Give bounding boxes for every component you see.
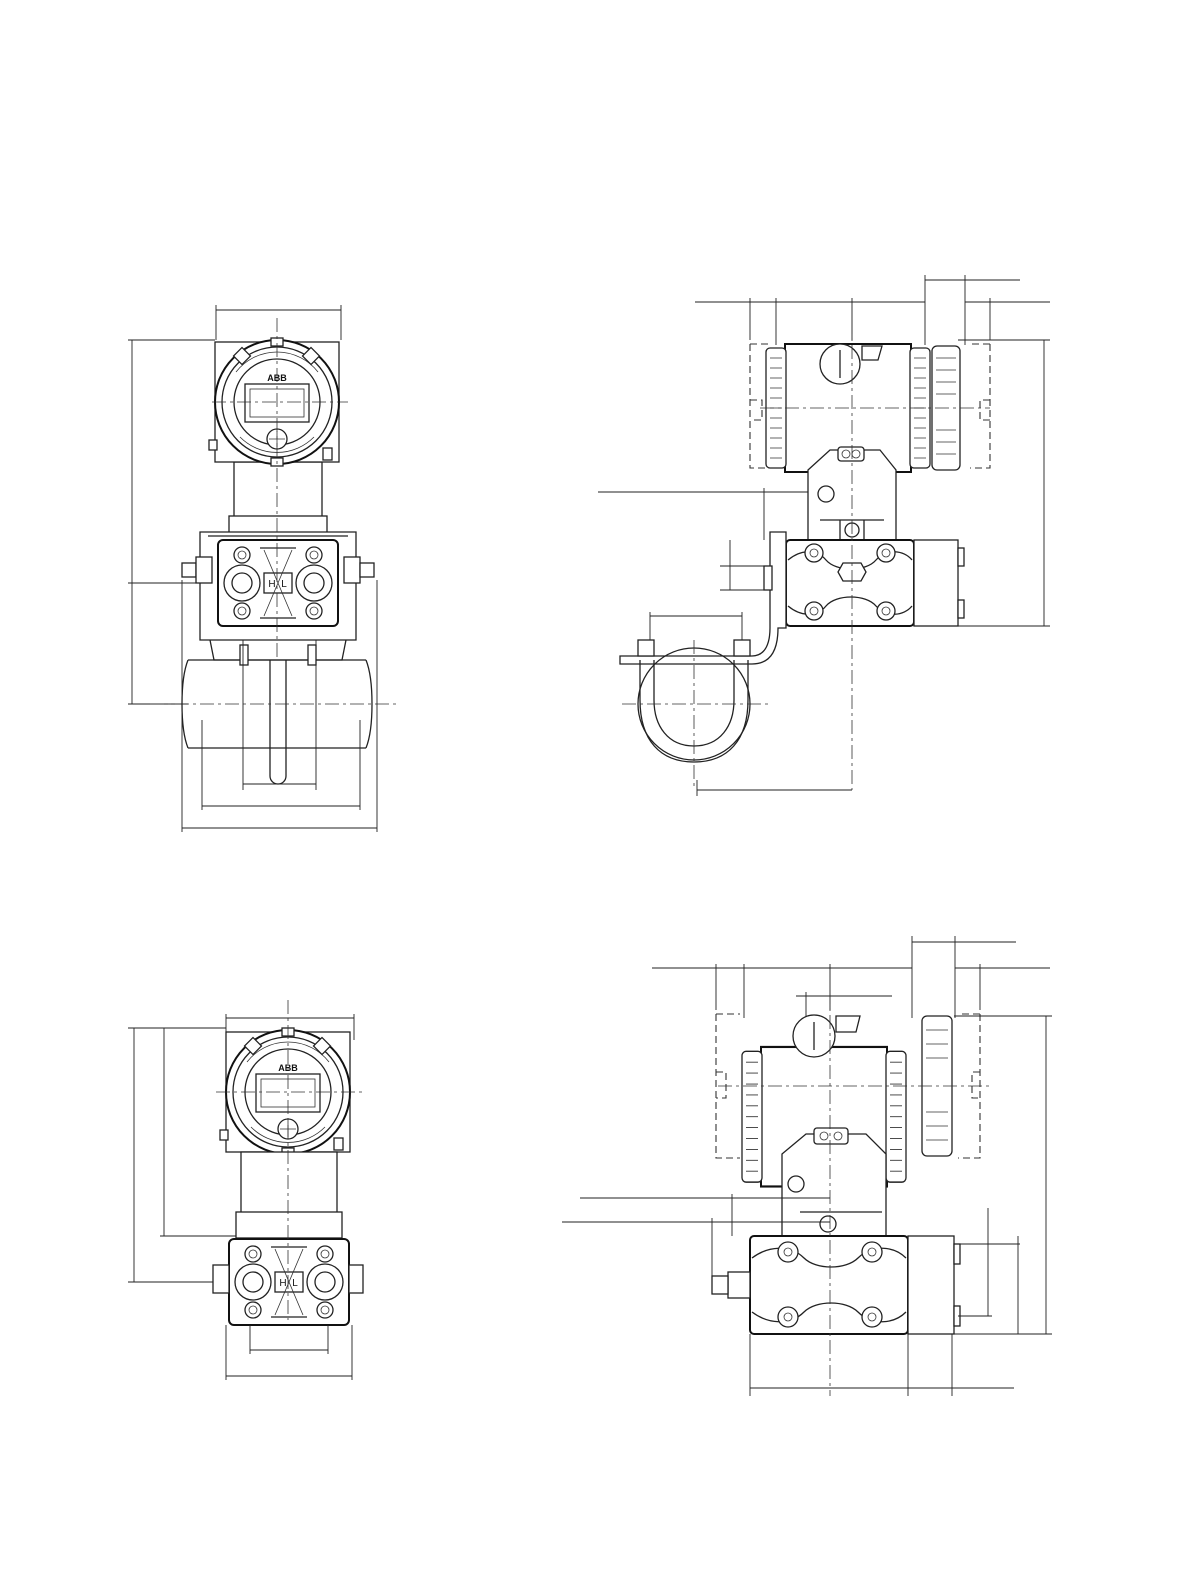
- front-view-pipe-mounted: ABB H L: [128, 305, 400, 832]
- high-pressure-marking-lower: H: [279, 1278, 286, 1289]
- nameplate-logo-lower: ABB: [278, 1063, 298, 1073]
- low-pressure-marking: L: [281, 579, 287, 590]
- front-view-direct-mounted: ABB H L: [128, 1000, 363, 1380]
- low-pressure-marking-lower: L: [292, 1278, 298, 1289]
- side-view-direct-mounted: [562, 936, 1052, 1396]
- nameplate-logo: ABB: [267, 373, 287, 383]
- high-pressure-marking: H: [268, 579, 275, 590]
- side-view-pipe-mounted: [598, 275, 1050, 796]
